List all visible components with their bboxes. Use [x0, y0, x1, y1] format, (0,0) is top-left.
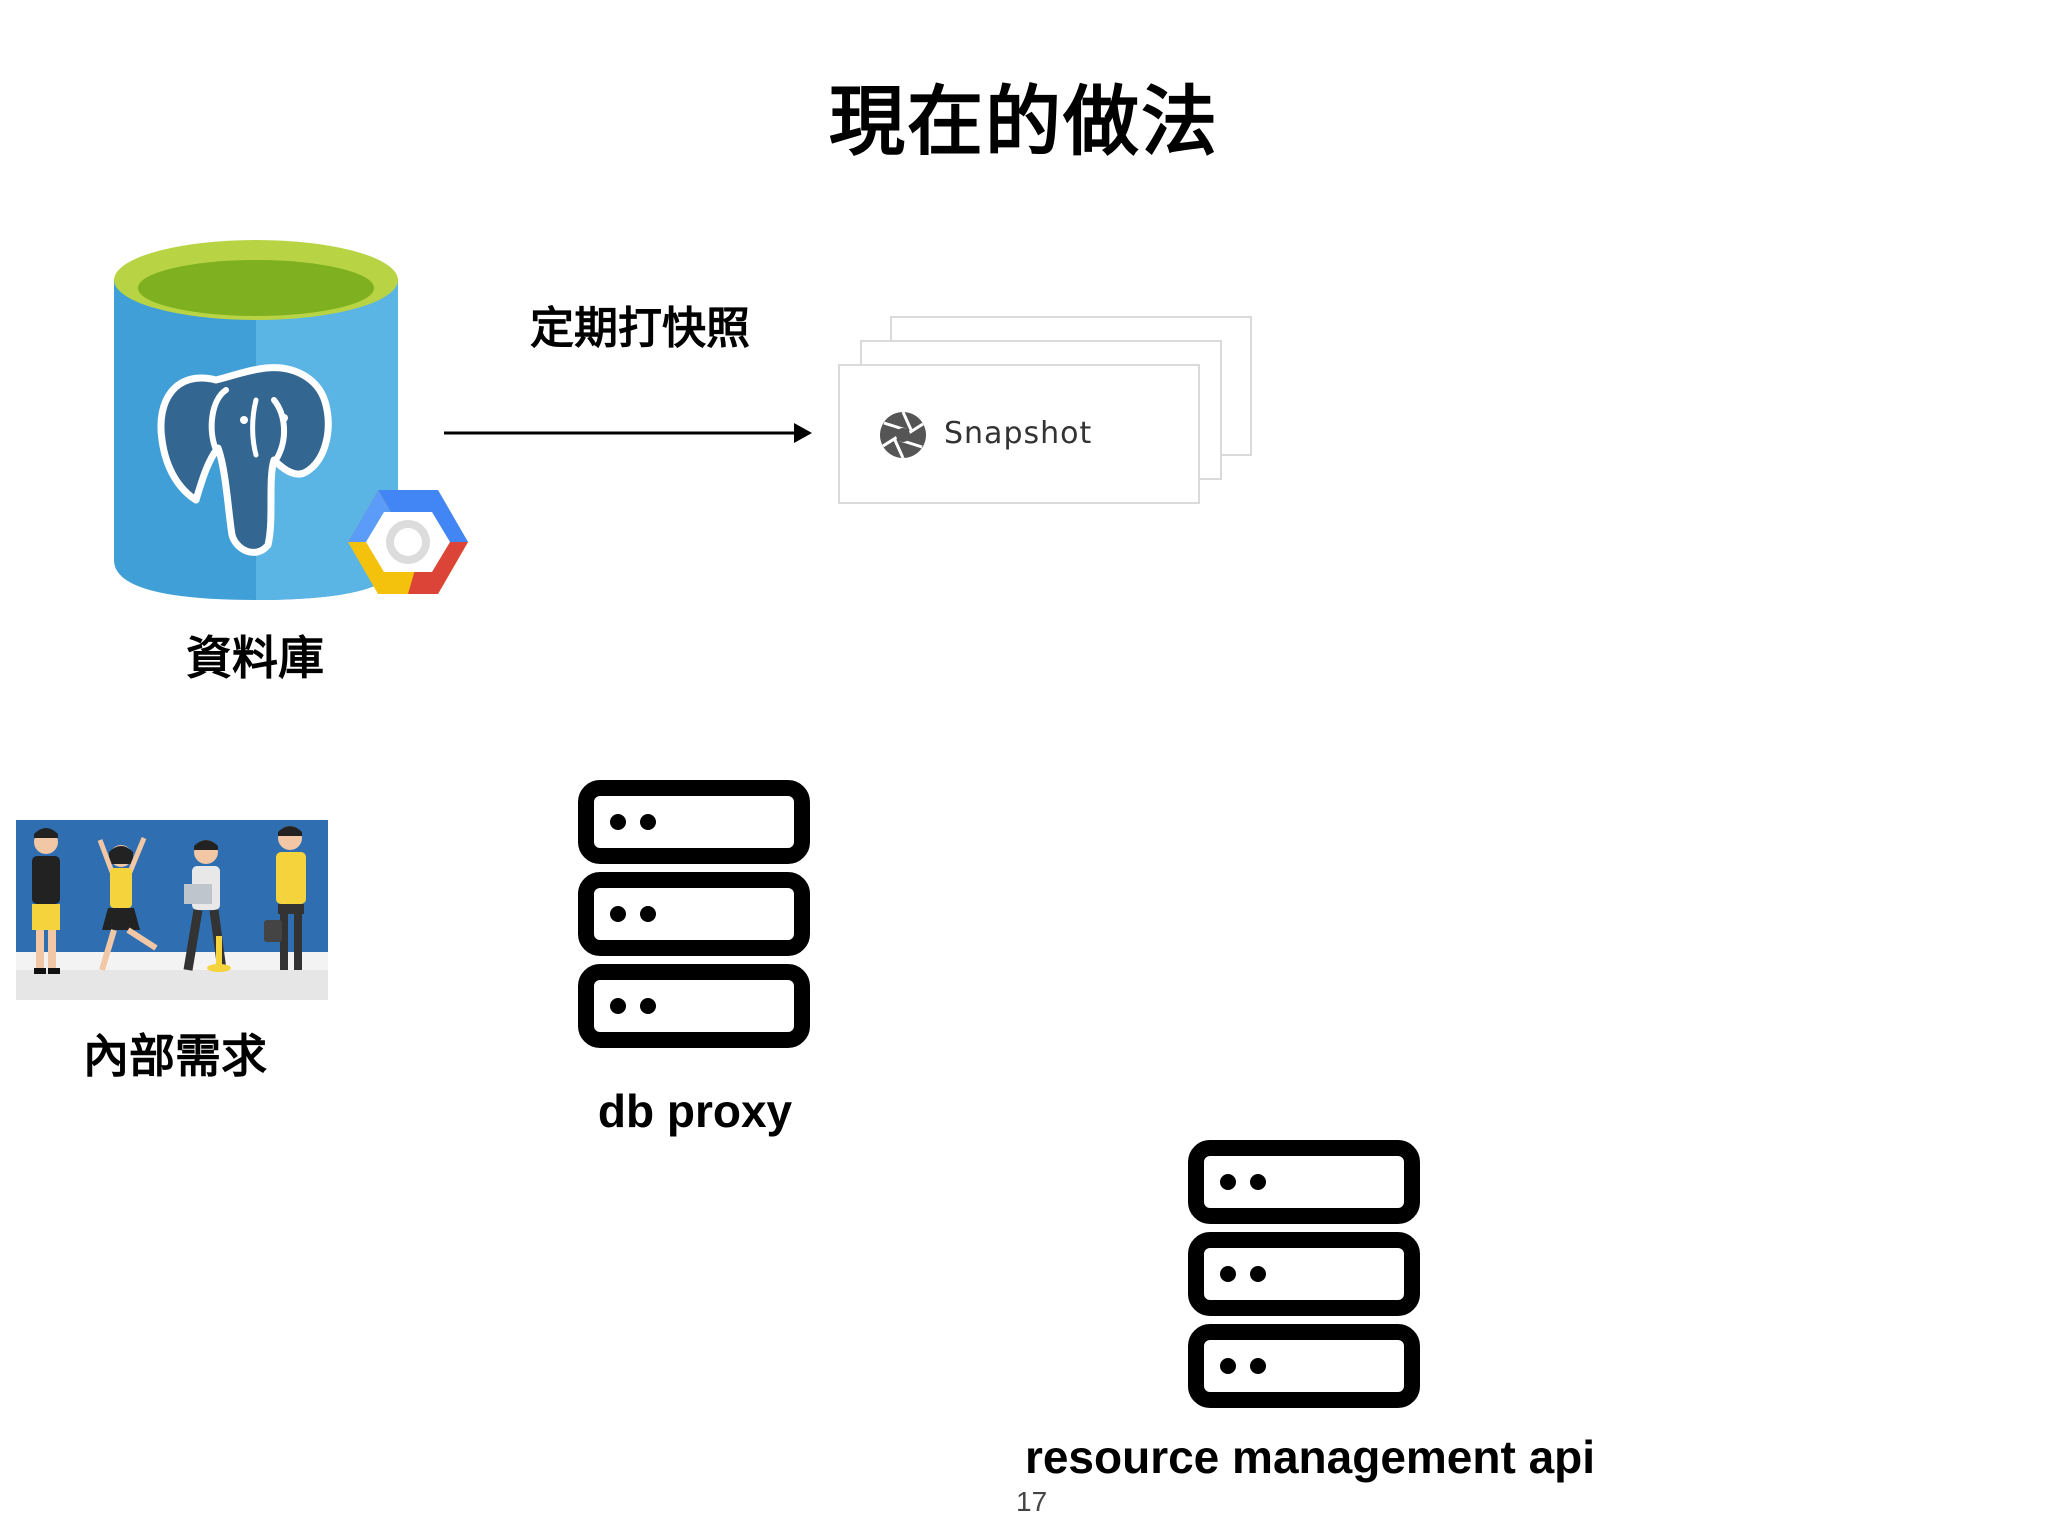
- resource-api-label: resource management api: [1024, 1431, 1596, 1483]
- page-number: 17: [1016, 1486, 1048, 1517]
- database-node: [108, 230, 508, 630]
- team-photo: [16, 820, 328, 1000]
- snapshot-card-text: Snapshot: [944, 416, 1093, 451]
- database-label: 資料庫: [186, 631, 324, 685]
- resource-api-server-icon: [1188, 1140, 1420, 1408]
- snapshot-card-front: Snapshot: [838, 364, 1200, 504]
- arrow-label: 定期打快照: [530, 303, 750, 354]
- db-proxy-label: db proxy: [597, 1085, 793, 1137]
- postgresql-cloud-sql-icon: [114, 240, 468, 600]
- internal-label: 內部需求: [83, 1029, 267, 1083]
- page-title: 現在的做法: [829, 77, 1219, 166]
- snapshot-arrow: [444, 423, 812, 443]
- camera-aperture-icon: [880, 411, 926, 459]
- db-proxy-server-icon: [578, 780, 810, 1048]
